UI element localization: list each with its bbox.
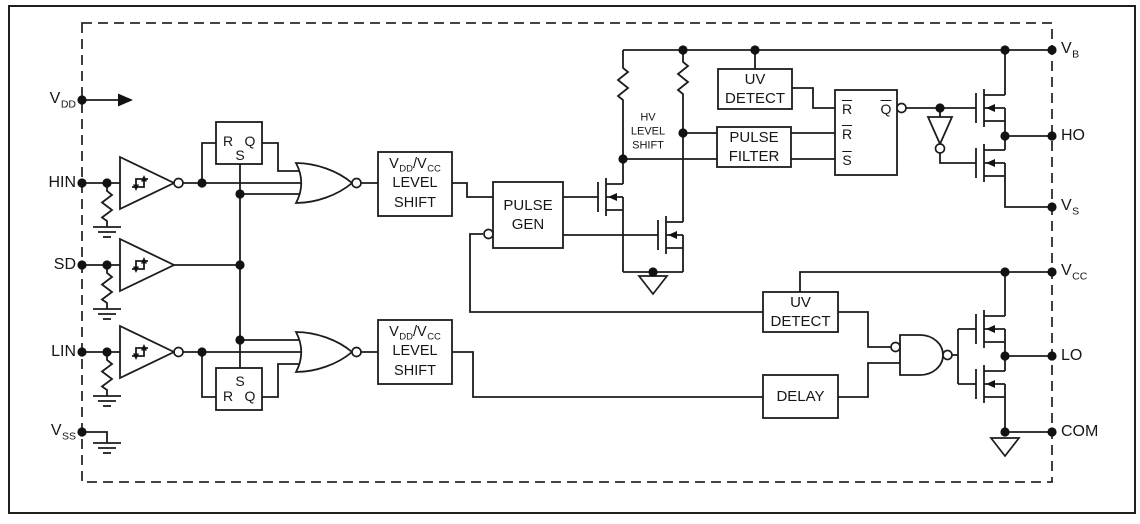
level-shift-high-label: VDD/VCC LEVEL SHIFT [389,155,441,211]
hv-level-shift-mosfet-right-icon [657,216,684,254]
lin-buffer-bubble [173,346,184,358]
level-shift-high-box [377,151,453,217]
uv-detect-low-box [762,291,839,333]
hin-latch-q-label: Q [244,133,256,149]
pin-label-vb: VB [1061,40,1080,61]
ho-latch-rbar2-label: R [841,126,853,142]
ho-pulldown-mosfet-icon [975,144,1006,182]
delay-label: DELAY [776,387,825,405]
ground-icon-lin [93,395,121,407]
pin-label-sd: SD [53,256,76,273]
lo-pulldown-mosfet-icon [975,365,1006,403]
delay-box [762,374,839,419]
pin-label-vdd: VDD [49,90,76,111]
hin-buffer-bubble [173,177,184,189]
level-shift-low-box [377,319,453,385]
hv-level-shift-mosfet-left-icon [597,178,624,216]
hin-latch-s-label: S [235,147,245,163]
ho-latch-qbar-label: Q [880,101,892,117]
com-ground-triangle-icon [989,437,1021,458]
pulse-gen-box [492,181,564,249]
hv-level-shift-label: HV LEVEL SHIFT [630,111,666,151]
pin-label-lin: LIN [51,343,76,360]
hv-pullup-resistor-left [616,50,630,159]
figure-frame [8,5,1136,514]
hv-pullup-resistor-right [676,50,690,133]
pin-label-vss: VSS [50,422,76,443]
lin-latch-r-label: R [222,388,234,404]
lo-pullup-mosfet-icon [975,310,1006,348]
pin-label-com: COM [1061,423,1099,440]
ground-icon-hin [93,226,121,238]
ic-boundary-dashed [81,22,1053,483]
pulldown-resistor-lin [100,352,114,396]
pulldown-resistor-hin [100,183,114,227]
level-shift-low-label: VDD/VCC LEVEL SHIFT [389,323,441,379]
pin-label-vcc: VCC [1061,262,1088,283]
ground-icon-vss [93,442,121,454]
pulse-filter-box [716,126,792,168]
junction-dots [77,45,1057,437]
vs-ground-triangle-icon [637,275,669,296]
pin-label-ho: HO [1061,127,1085,144]
ho-latch-sbar-label: S [842,152,852,168]
ground-icon-sd [93,308,121,320]
schmitt-buffer-hin-icon [119,155,177,211]
lin-latch-s-label: S [235,373,245,389]
pulse-gen-inverting-input-bubble [483,228,494,240]
schmitt-buffer-lin-icon [119,324,177,380]
nor-gate-low-icon [294,331,362,373]
nor-gate-high-icon [294,162,362,204]
ho-latch-qbar-bubble [896,102,907,114]
inverter-icon [926,116,954,154]
hin-latch-r-label: R [222,133,234,149]
pulldown-resistor-sd [100,265,114,309]
ho-latch-box [834,89,898,176]
ho-pullup-mosfet-icon [975,89,1006,127]
lin-latch-box [215,367,263,411]
uv-detect-high-box [717,68,793,110]
hin-latch-box [215,121,263,165]
vdd-arrow-icon [118,93,133,107]
nand-gate-low-icon [890,334,953,376]
ho-latch-rbar1-label: R [841,101,853,117]
pin-label-hin: HIN [48,174,76,191]
pin-label-vs: VS [1061,197,1080,218]
schmitt-buffer-sd-icon [119,237,177,293]
pin-label-lo: LO [1061,347,1083,364]
lin-latch-q-label: Q [244,388,256,404]
